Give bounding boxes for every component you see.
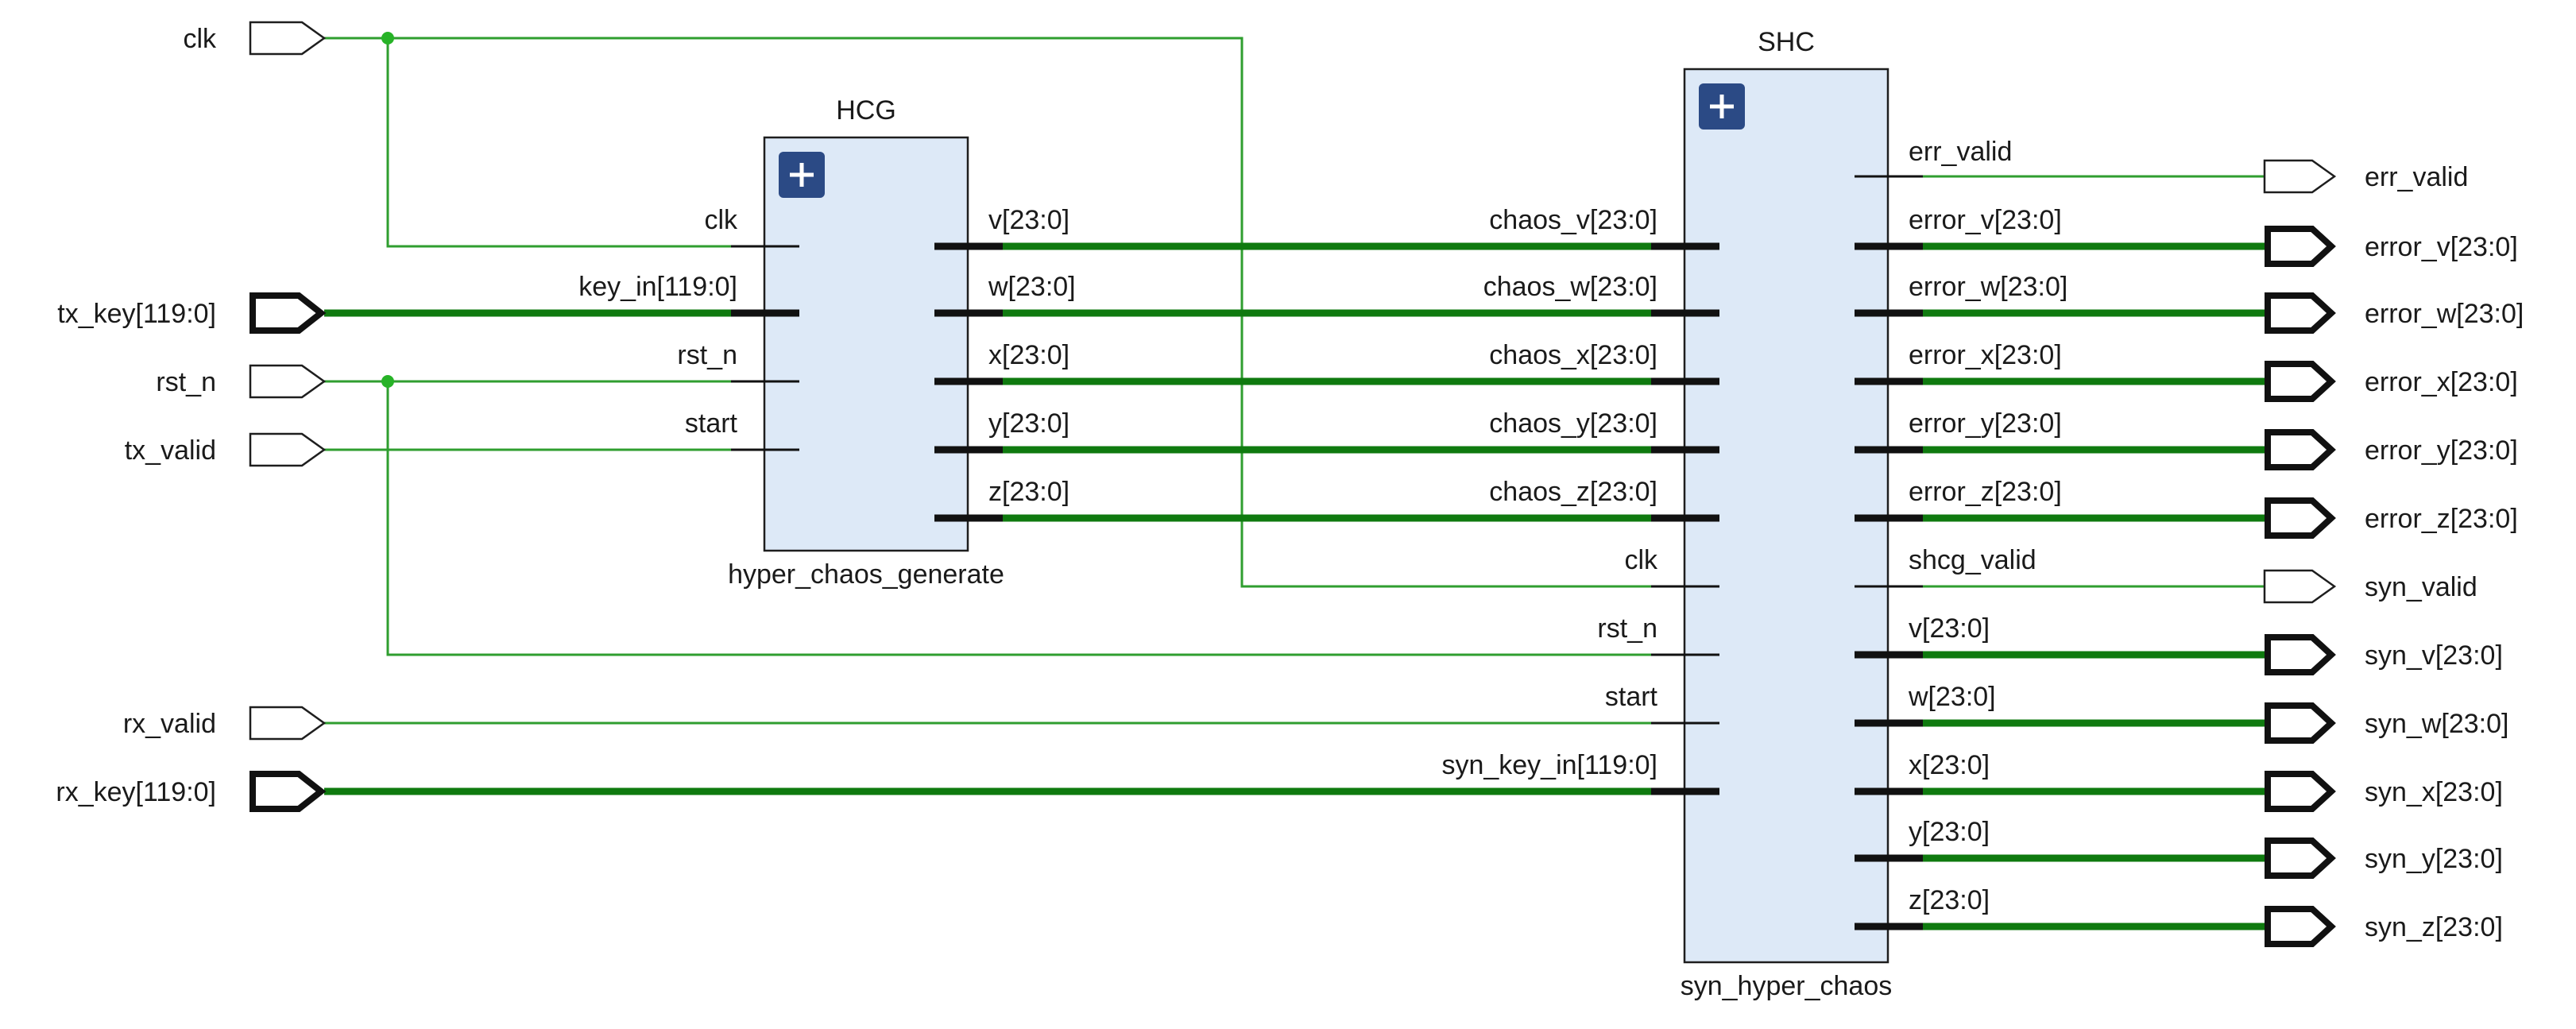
port-label-syn-x: syn_x[23:0] bbox=[2365, 777, 2503, 807]
shc-pin-label-w: w[23:0] bbox=[1908, 682, 1996, 712]
shc-pin-label-x: x[23:0] bbox=[1909, 750, 1990, 780]
port-label-syn-valid: syn_valid bbox=[2365, 572, 2477, 602]
hcg-title: HCG bbox=[836, 95, 896, 126]
hcg-pin-label-key-in: key_in[119:0] bbox=[578, 272, 737, 302]
port-label-error-z: error_z[23:0] bbox=[2365, 504, 2518, 534]
port-clk[interactable] bbox=[249, 21, 327, 56]
port-label-error-v: error_v[23:0] bbox=[2365, 232, 2518, 262]
top-input-ports: clk tx_key[119:0] rst_n tx_valid rx_vali… bbox=[56, 21, 327, 812]
hcg-pin-label-clk: clk bbox=[704, 205, 738, 235]
net-junction-clk bbox=[381, 32, 394, 44]
shc-pin-label-chaos-x: chaos_x[23:0] bbox=[1489, 340, 1657, 370]
shc-pin-label-error-y: error_y[23:0] bbox=[1909, 408, 2062, 439]
hcg-pin-label-v: v[23:0] bbox=[988, 205, 1069, 235]
shc-pin-label-clk: clk bbox=[1624, 545, 1658, 575]
port-rx-key[interactable] bbox=[249, 771, 327, 812]
port-label-rx-valid: rx_valid bbox=[123, 709, 216, 739]
shc-pin-label-rst-n: rst_n bbox=[1597, 613, 1657, 644]
port-label-clk: clk bbox=[183, 24, 217, 54]
shc-pin-label-error-z: error_z[23:0] bbox=[1909, 477, 2062, 507]
hcg-pin-label-x: x[23:0] bbox=[988, 340, 1069, 370]
net-clk-to-hcg bbox=[386, 38, 799, 248]
shc-pin-label-error-v: error_v[23:0] bbox=[1909, 205, 2062, 235]
hcg-instance-name: hyper_chaos_generate bbox=[728, 559, 1004, 590]
shc-pin-label-chaos-w: chaos_w[23:0] bbox=[1483, 272, 1657, 302]
shc-pin-label-chaos-z: chaos_z[23:0] bbox=[1489, 477, 1657, 507]
port-error-y[interactable] bbox=[2265, 429, 2336, 470]
hcg-pin-label-y: y[23:0] bbox=[988, 408, 1069, 439]
port-tx-valid[interactable] bbox=[249, 432, 327, 467]
port-syn-v[interactable] bbox=[2265, 634, 2336, 675]
port-error-x[interactable] bbox=[2265, 361, 2336, 402]
port-label-tx-key: tx_key[119:0] bbox=[57, 299, 216, 329]
port-label-syn-w: syn_w[23:0] bbox=[2365, 709, 2508, 739]
net-rst-n-to-shc bbox=[386, 381, 1719, 656]
shc-pin-label-error-x: error_x[23:0] bbox=[1909, 340, 2062, 370]
port-error-v[interactable] bbox=[2265, 226, 2336, 267]
port-label-syn-z: syn_z[23:0] bbox=[2365, 912, 2503, 942]
shc-pin-label-chaos-v: chaos_v[23:0] bbox=[1489, 205, 1657, 235]
shc-expand-button[interactable] bbox=[1699, 83, 1745, 130]
shc-pin-label-syn-key-in: syn_key_in[119:0] bbox=[1441, 750, 1657, 780]
hcg-expand-button[interactable] bbox=[779, 152, 825, 198]
port-label-err-valid: err_valid bbox=[2365, 162, 2468, 192]
shc-pin-label-y: y[23:0] bbox=[1909, 817, 1990, 847]
port-label-syn-v: syn_v[23:0] bbox=[2365, 640, 2503, 671]
block-hcg[interactable]: HCG hyper_chaos_generate clk key_in[119:… bbox=[578, 95, 1075, 590]
port-syn-y[interactable] bbox=[2265, 838, 2336, 879]
shc-pin-label-shcg-valid: shcg_valid bbox=[1909, 545, 2036, 575]
port-error-w[interactable] bbox=[2265, 292, 2336, 334]
port-label-rx-key: rx_key[119:0] bbox=[56, 777, 216, 807]
top-output-ports: err_valid error_v[23:0] error_w[23:0] er… bbox=[2263, 159, 2524, 947]
shc-pin-label-z: z[23:0] bbox=[1909, 885, 1990, 915]
shc-body[interactable] bbox=[1683, 68, 1889, 964]
port-label-tx-valid: tx_valid bbox=[125, 435, 216, 466]
port-label-error-x: error_x[23:0] bbox=[2365, 367, 2518, 397]
port-err-valid[interactable] bbox=[2263, 159, 2337, 194]
port-rx-valid[interactable] bbox=[249, 706, 327, 741]
block-shc[interactable]: SHC syn_hyper_chaos chaos_v[23:0] chaos_… bbox=[1441, 27, 2067, 1001]
port-syn-valid[interactable] bbox=[2263, 569, 2337, 604]
hcg-pin-label-w: w[23:0] bbox=[988, 272, 1076, 302]
hcg-pin-label-z: z[23:0] bbox=[988, 477, 1069, 507]
port-label-syn-y: syn_y[23:0] bbox=[2365, 844, 2503, 874]
hcg-pin-label-start: start bbox=[685, 408, 738, 439]
shc-title: SHC bbox=[1758, 27, 1815, 57]
hcg-pin-label-rst-n: rst_n bbox=[677, 340, 737, 370]
shc-pin-label-start: start bbox=[1605, 682, 1658, 712]
port-syn-x[interactable] bbox=[2265, 771, 2336, 812]
shc-pin-label-v: v[23:0] bbox=[1909, 613, 1990, 644]
port-label-error-y: error_y[23:0] bbox=[2365, 435, 2518, 466]
port-tx-key[interactable] bbox=[249, 292, 327, 334]
net-junction-rst-n bbox=[381, 375, 394, 388]
port-error-z[interactable] bbox=[2265, 497, 2336, 539]
port-rst-n[interactable] bbox=[249, 364, 327, 399]
shc-pin-label-err-valid: err_valid bbox=[1909, 137, 2012, 167]
port-syn-z[interactable] bbox=[2265, 906, 2336, 947]
port-label-error-w: error_w[23:0] bbox=[2365, 299, 2524, 329]
shc-instance-name: syn_hyper_chaos bbox=[1681, 971, 1893, 1001]
nets bbox=[324, 32, 2265, 930]
port-label-rst-n: rst_n bbox=[156, 367, 216, 397]
hcg-body[interactable] bbox=[763, 136, 969, 552]
port-syn-w[interactable] bbox=[2265, 702, 2336, 744]
shc-pin-label-error-w: error_w[23:0] bbox=[1909, 272, 2067, 302]
shc-pin-label-chaos-y: chaos_y[23:0] bbox=[1489, 408, 1657, 439]
